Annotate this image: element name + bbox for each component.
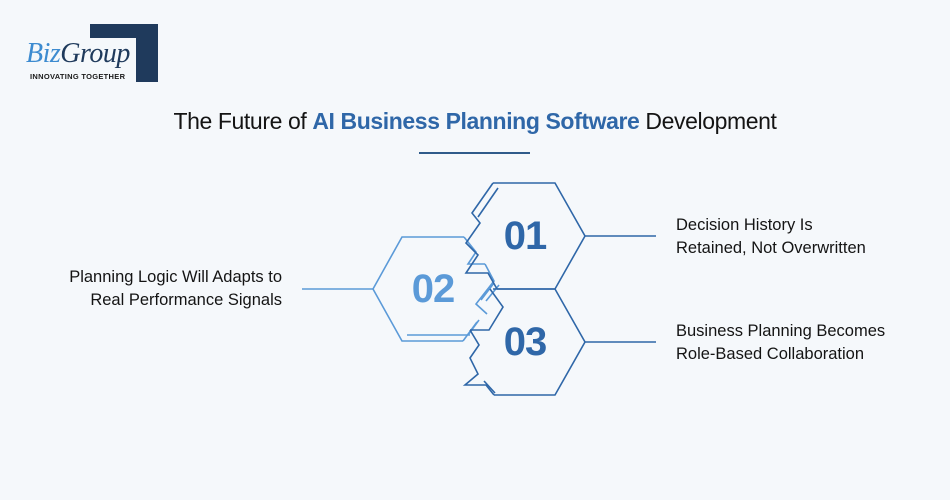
title-highlight: AI Business Planning Software [312,108,640,134]
item-03-label: Business Planning Becomes Role-Based Col… [676,322,886,363]
bizgroup-logo: BizGroup INNOVATING TOGETHER [24,24,164,84]
hex-01-number: 01 [503,214,548,258]
item-01-label: Decision History Is Retained, Not Overwr… [676,216,866,257]
logo-tagline: INNOVATING TOGETHER [30,72,126,81]
hex-03-shape [462,288,656,396]
item-02-label: Planning Logic Will Adapts to Real Perfo… [69,268,282,309]
page-title: The Future of AI Business Planning Softw… [173,108,777,134]
hex-03-number: 03 [503,320,548,364]
title-underline [419,152,530,154]
hex-02-number: 02 [411,267,456,311]
logo-wordmark: BizGroup [26,38,130,69]
logo-frame-shape [90,24,158,82]
